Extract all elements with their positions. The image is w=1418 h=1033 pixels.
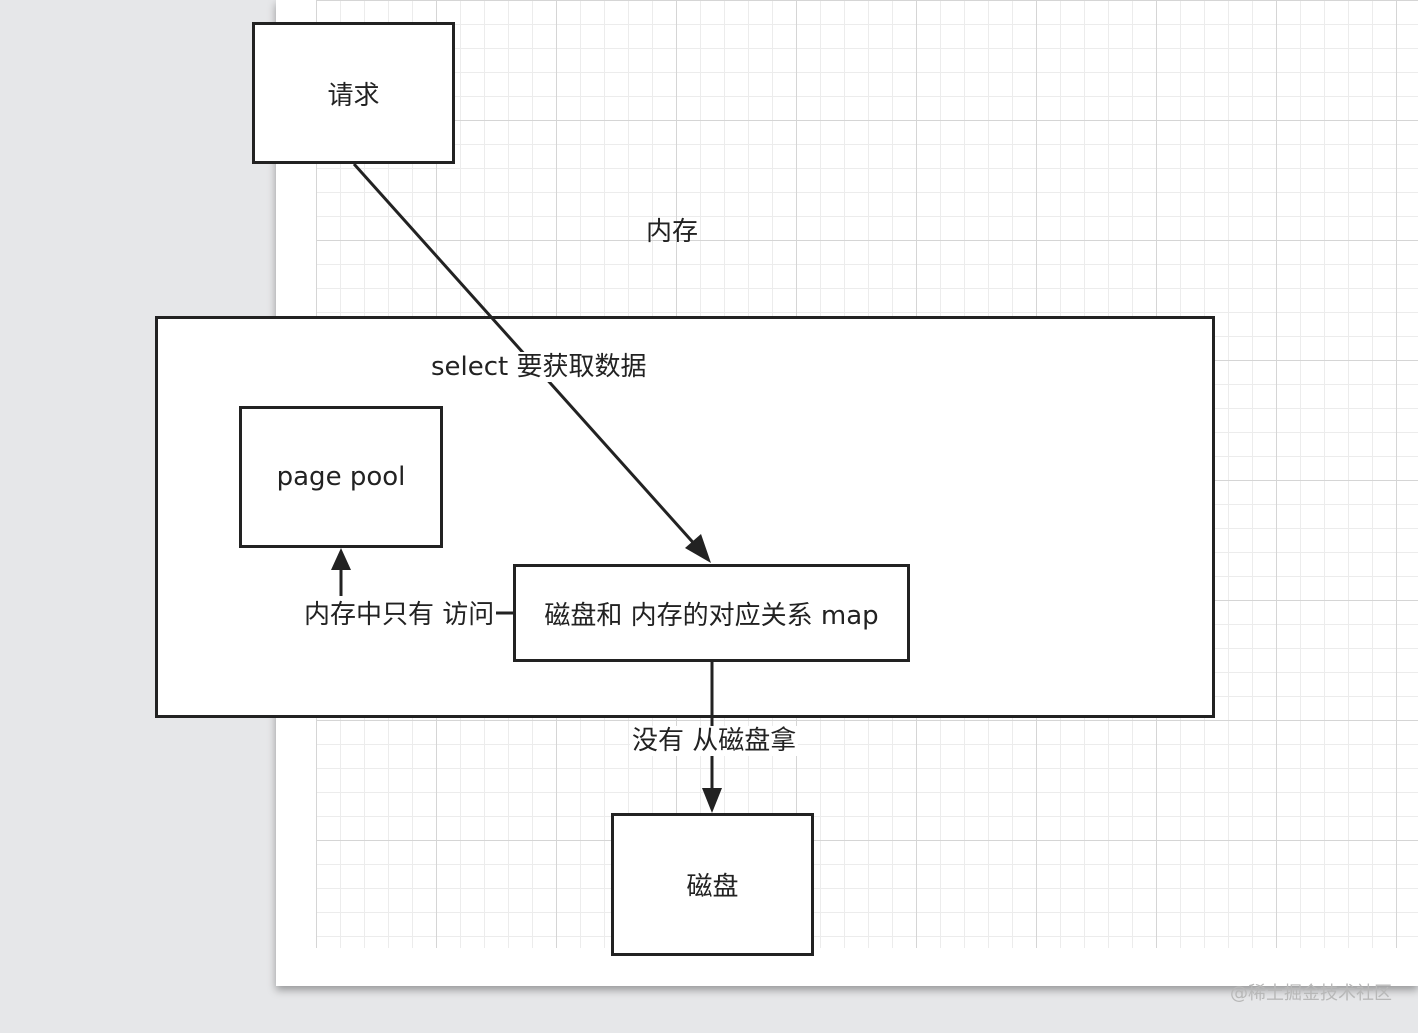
mapping-box[interactable]: 磁盘和 内存的对应关系 map bbox=[513, 564, 910, 662]
disk-label: 磁盘 bbox=[686, 872, 739, 902]
watermark: @稀土掘金技术社区 bbox=[1230, 983, 1392, 1004]
select-edge-label: select 要获取数据 bbox=[429, 352, 649, 382]
page-pool-box[interactable]: page pool bbox=[239, 406, 443, 548]
not-found-edge-label: 没有 从磁盘拿 bbox=[630, 726, 799, 756]
disk-box[interactable]: 磁盘 bbox=[611, 813, 814, 956]
mapping-label: 磁盘和 内存的对应关系 map bbox=[544, 600, 879, 631]
memory-container-label: 内存 bbox=[646, 217, 699, 247]
memory-only-edge-label: 内存中只有 访问 bbox=[302, 600, 497, 630]
request-box[interactable]: 请求 bbox=[252, 22, 455, 164]
page-pool-label: page pool bbox=[276, 462, 406, 492]
request-label: 请求 bbox=[327, 80, 380, 111]
